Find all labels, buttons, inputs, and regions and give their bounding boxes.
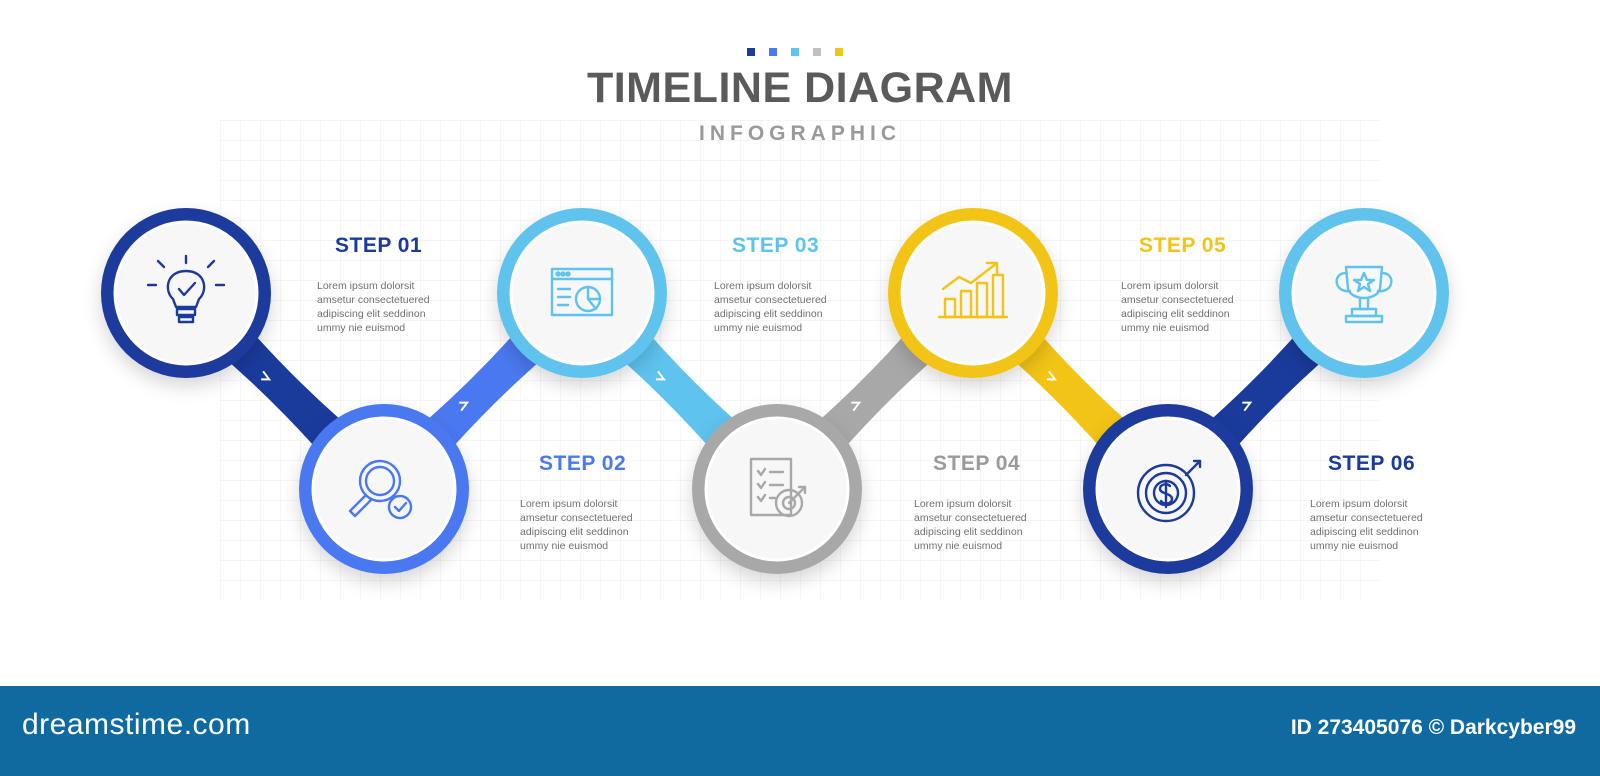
timeline-diagram [101, 208, 1449, 574]
lightbulb-check-icon [146, 254, 226, 324]
node-face [1291, 220, 1437, 366]
timeline-node-4 [692, 404, 862, 574]
step-04-title: STEP 04 [933, 452, 1021, 475]
connector-chevron-icon [655, 370, 666, 381]
connector-chevron-icon [1046, 370, 1057, 381]
dollar-target-icon [1136, 459, 1202, 523]
connector-chevron-icon [459, 401, 470, 412]
palette-swatch-1 [747, 48, 755, 56]
palette-swatch-2 [769, 48, 777, 56]
timeline-node-6 [1083, 404, 1253, 574]
node-face [900, 220, 1046, 366]
trophy-icon [1335, 265, 1393, 324]
timeline-node-5 [888, 208, 1058, 378]
growth-chart-icon [937, 261, 1009, 319]
footer-bar: dreamstime.com ID 273405076 © Darkcyber9… [0, 686, 1600, 776]
magnifier-check-icon [348, 459, 413, 520]
timeline-node-1 [101, 208, 271, 378]
step-05-title: STEP 05 [1139, 234, 1227, 257]
timeline-node-3 [497, 208, 667, 378]
browser-chart-icon [550, 267, 614, 317]
color-palette [747, 48, 843, 56]
node-face [1095, 416, 1241, 562]
step-06-title: STEP 06 [1328, 452, 1416, 475]
node-face [311, 416, 457, 562]
palette-swatch-4 [813, 48, 821, 56]
palette-swatch-3 [791, 48, 799, 56]
node-face [509, 220, 655, 366]
palette-swatch-5 [835, 48, 843, 56]
connector-chevron-icon [1242, 401, 1253, 412]
timeline-node-2 [299, 404, 469, 574]
page-title: TIMELINE DIAGRAM [586, 64, 1014, 112]
connector-chevron-icon [851, 401, 862, 412]
image-credit: ID 273405076 © Darkcyber99 [1290, 716, 1576, 739]
checklist-target-icon [749, 457, 807, 518]
connector-chevron-icon [261, 370, 272, 381]
node-face [704, 416, 850, 562]
timeline-node-7 [1279, 208, 1449, 378]
step-03-title: STEP 03 [732, 234, 820, 257]
dreamstime-logo[interactable]: dreamstime.com [22, 708, 251, 741]
step-01-title: STEP 01 [335, 234, 423, 257]
page-subtitle: INFOGRAPHIC [699, 122, 901, 145]
step-02-title: STEP 02 [539, 452, 627, 475]
